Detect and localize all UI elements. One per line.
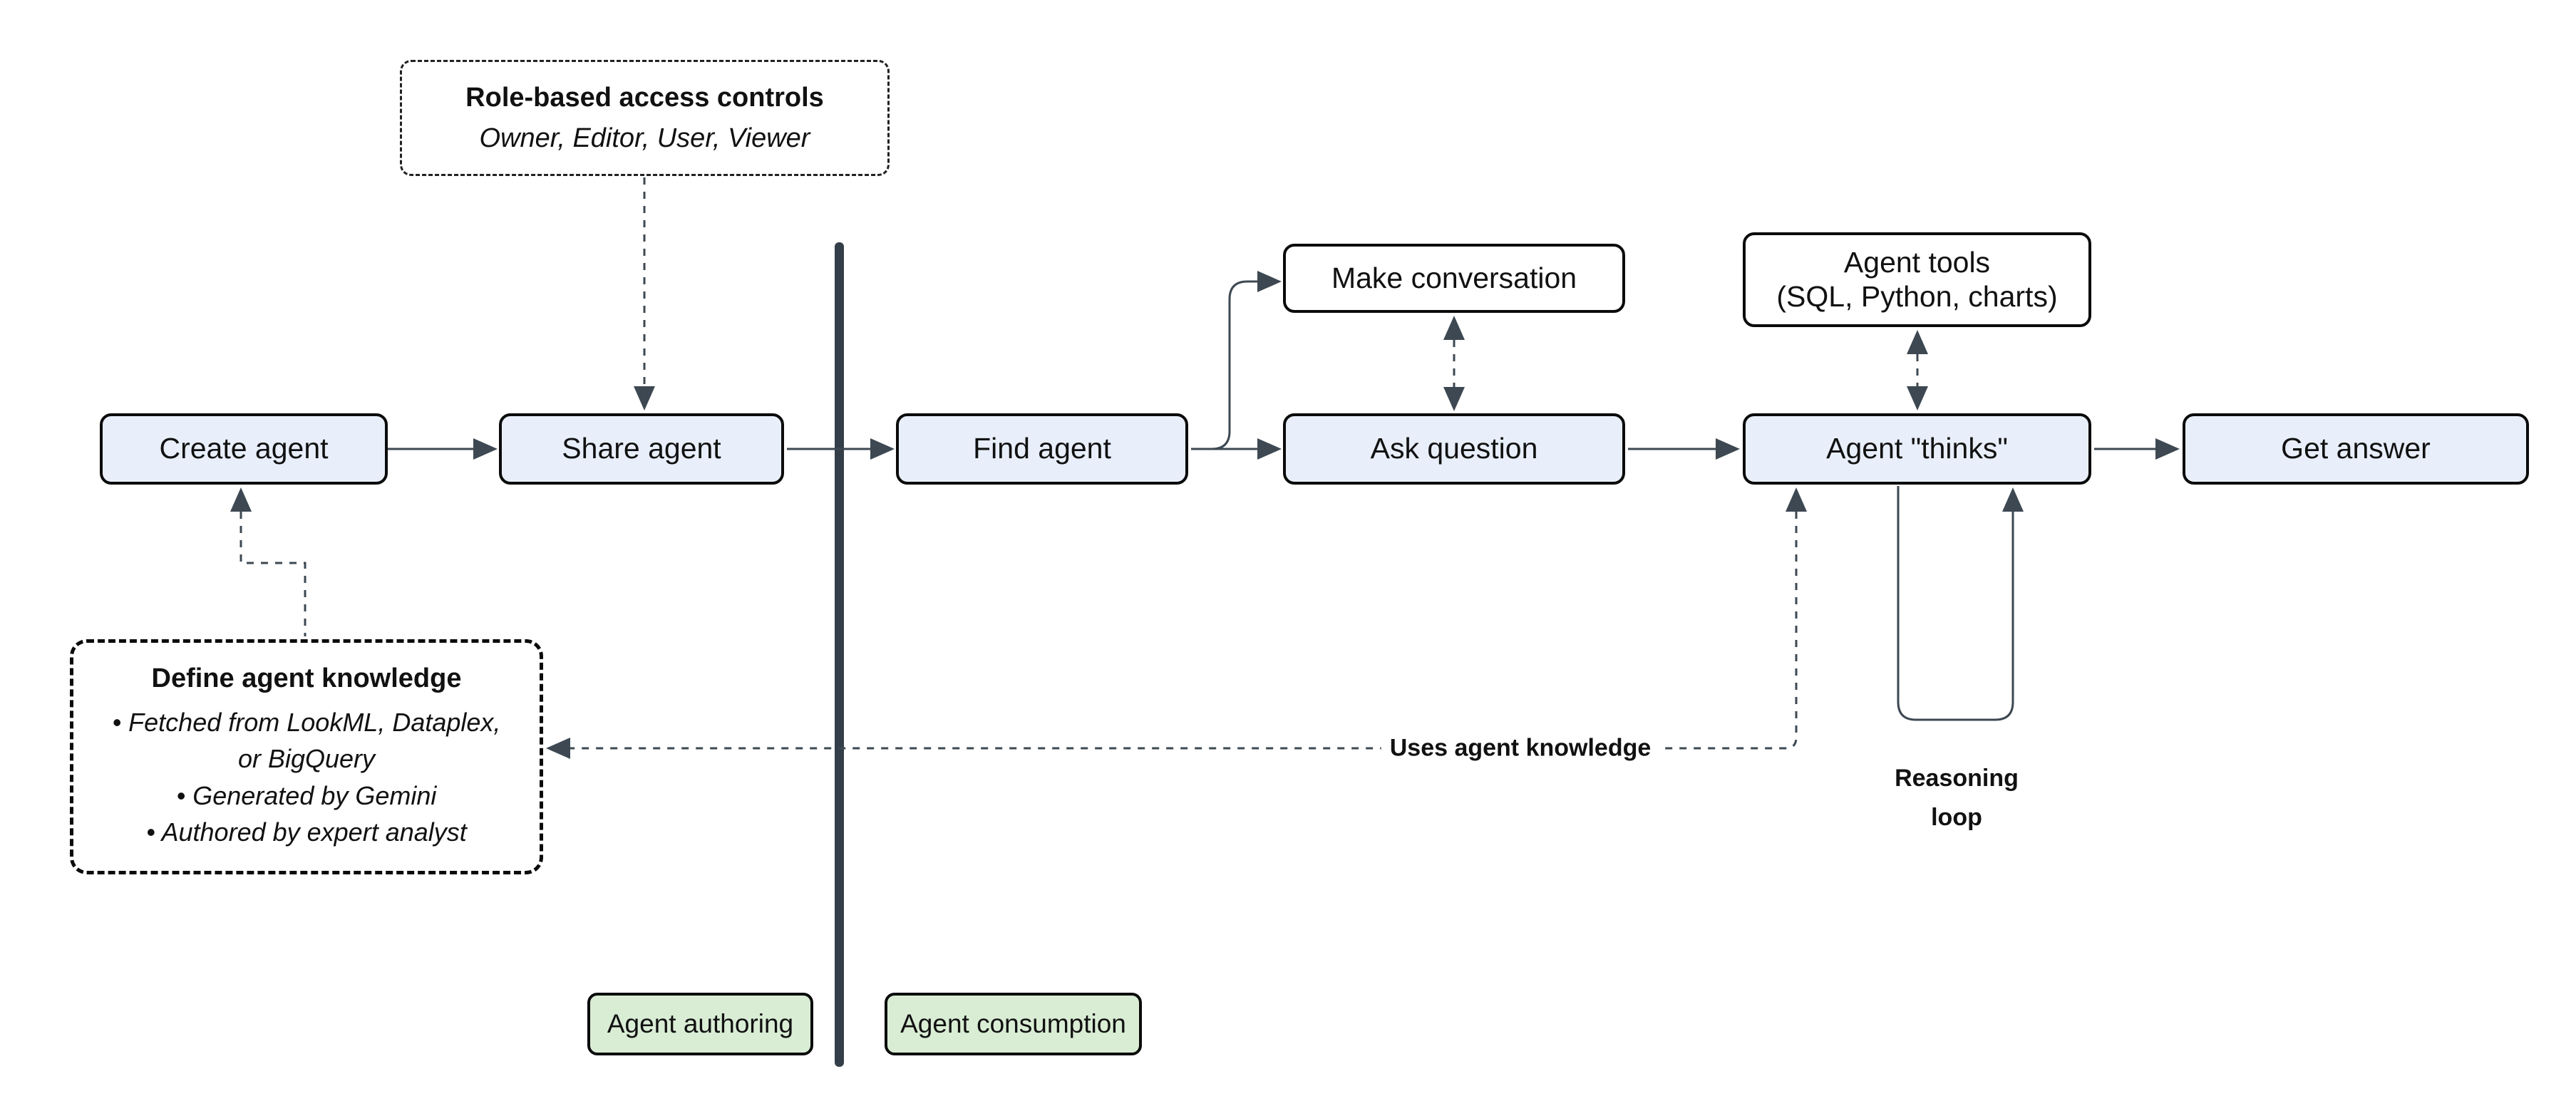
node-find-agent-label: Find agent	[973, 432, 1111, 465]
reasoning-loop-label-line1: Reasoning	[1895, 765, 2019, 792]
node-ask-question-label: Ask question	[1370, 432, 1538, 465]
node-make-conversation-label: Make conversation	[1331, 261, 1577, 294]
zone-agent-authoring-text: Agent authoring	[607, 1008, 794, 1038]
annotation-define-agent-knowledge: Define agent knowledge • Fetched from Lo…	[70, 639, 543, 874]
connector-define-knowledge-to-create	[230, 487, 306, 636]
node-get-answer: Get answer	[2183, 413, 2529, 485]
define-knowledge-bullet-1: • Fetched from LookML, Dataplex, or BigQ…	[112, 708, 501, 774]
define-knowledge-bullet-3: • Authored by expert analyst	[146, 817, 467, 847]
define-knowledge-bullet-2: • Generated by Gemini	[176, 780, 437, 810]
node-create-agent: Create agent	[100, 413, 388, 485]
authoring-consumption-divider	[835, 242, 844, 1067]
node-make-conversation: Make conversation	[1283, 244, 1625, 313]
node-agent-tools-line2: (SQL, Python, charts)	[1776, 279, 2058, 313]
node-share-agent-label: Share agent	[562, 432, 721, 465]
node-create-agent-label: Create agent	[159, 432, 329, 465]
reasoning-loop-label-line2: loop	[1931, 804, 1982, 832]
role-access-title: Role-based access controls	[465, 82, 824, 113]
node-agent-thinks: Agent "thinks"	[1743, 413, 2091, 485]
connector-reasoning-loop	[1897, 486, 2024, 721]
zone-agent-consumption-text: Agent consumption	[900, 1008, 1126, 1038]
connector-uses-agent-knowledge	[546, 487, 1807, 759]
node-share-agent: Share agent	[499, 413, 784, 485]
annotation-role-based-access: Role-based access controls Owner, Editor…	[400, 60, 890, 176]
node-ask-question: Ask question	[1283, 413, 1625, 485]
define-knowledge-title: Define agent knowledge	[151, 663, 462, 694]
uses-agent-knowledge-label: Uses agent knowledge	[1381, 733, 1660, 764]
role-access-roles: Owner, Editor, User, Viewer	[479, 123, 810, 153]
node-agent-tools-line1: Agent tools	[1843, 246, 1991, 279]
node-get-answer-label: Get answer	[2281, 432, 2431, 465]
zone-label-agent-consumption: Agent consumption	[885, 993, 1142, 1055]
node-agent-thinks-label: Agent "thinks"	[1826, 432, 2008, 465]
connector-find-to-make-conversation	[1211, 271, 1282, 450]
node-agent-tools: Agent tools (SQL, Python, charts)	[1743, 232, 2091, 327]
node-find-agent: Find agent	[896, 413, 1188, 485]
zone-label-agent-authoring: Agent authoring	[587, 993, 813, 1055]
reasoning-loop-label: Reasoning loop	[1895, 759, 2019, 837]
